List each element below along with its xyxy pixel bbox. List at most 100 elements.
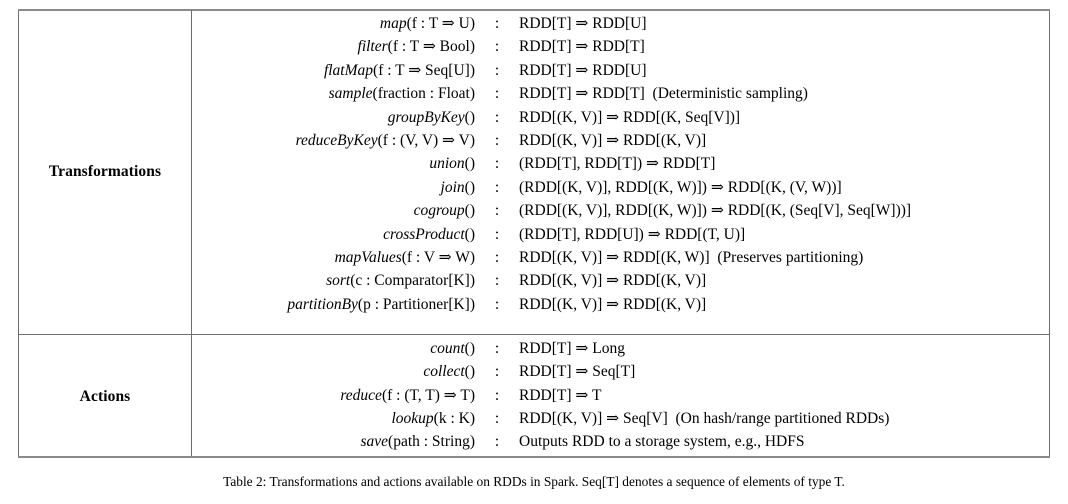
api-method-args: (f : T ⇒ Bool): [387, 38, 475, 56]
api-method-name: mapValues: [334, 248, 402, 266]
api-method-name: reduce: [340, 386, 382, 404]
api-return-type: (RDD[(K, V)], RDD[(K, W)]) ⇒ RDD[(K, (V,…: [519, 178, 842, 196]
table-row: save(path : String): Outputs RDD to a sto…: [191, 433, 1049, 456]
api-method-name: crossProduct: [383, 225, 465, 243]
api-method-args: (): [464, 225, 475, 243]
api-method-name: join: [440, 178, 465, 196]
api-return-type: RDD[(K, V)] ⇒ RDD[(K, Seq[V])]: [519, 108, 741, 126]
api-return-type: (RDD[T], RDD[T]) ⇒ RDD[T]: [519, 155, 716, 173]
table-row: join(): (RDD[(K, V)], RDD[(K, W)]) ⇒ RDD[…: [191, 178, 1049, 201]
api-method-name: filter: [357, 38, 388, 56]
api-return-type: Outputs RDD to a storage system, e.g., H…: [519, 432, 805, 450]
api-method-args: (path : String): [388, 432, 475, 450]
api-signature: lookup(k : K): [191, 410, 475, 428]
signature-colon: :: [494, 248, 500, 266]
api-method-name: reduceByKey: [295, 131, 378, 149]
api-method-args: (): [464, 202, 475, 220]
signature-colon: :: [494, 386, 500, 404]
signature-colon: :: [494, 225, 500, 243]
signature-colon: :: [494, 131, 500, 149]
api-method-name: union: [429, 155, 465, 173]
api-method-name: collect: [423, 363, 465, 381]
table-row: collect(): RDD[T] ⇒ Seq[T]: [191, 362, 1049, 385]
api-method-name: count: [430, 340, 465, 357]
api-method-name: groupByKey: [387, 108, 465, 126]
api-return-type: (RDD[T], RDD[U]) ⇒ RDD[(T, U)]: [519, 225, 746, 243]
api-method-name: flatMap: [323, 61, 374, 79]
table-row: sort(c : Comparator[K]):RDD[(K, V)] ⇒ RD…: [191, 271, 1049, 294]
api-return-type: (RDD[(K, V)], RDD[(K, W)]) ⇒ RDD[(K, (Se…: [519, 202, 912, 220]
api-method-name: sort: [326, 272, 351, 290]
signature-colon: :: [494, 61, 500, 79]
signature-colon: :: [494, 155, 500, 173]
table-row: reduce(f : (T, T) ⇒ T): RDD[T] ⇒ T: [191, 386, 1049, 409]
api-return-type: RDD[T] ⇒ Seq[T]: [519, 363, 636, 381]
api-method-args: (f : V ⇒ W): [401, 248, 475, 266]
api-signature: join(): [191, 179, 475, 197]
signature-colon: :: [494, 363, 500, 381]
table-row: flatMap(f : T ⇒ Seq[U]): RDD[T] ⇒ RDD[U]: [191, 61, 1049, 84]
api-signature: reduce(f : (T, T) ⇒ T): [191, 386, 475, 405]
api-return-type: RDD[T] ⇒ T: [519, 386, 602, 404]
api-return-type: RDD[T] ⇒ RDD[U]: [519, 61, 647, 79]
category-label-transformations: Transformations: [48, 163, 162, 180]
api-return-type: RDD[(K, V)] ⇒ RDD[(K, V)]: [519, 131, 707, 149]
api-method-name: lookup: [391, 410, 434, 428]
signature-colon: :: [494, 410, 500, 428]
table-row: crossProduct(): (RDD[T], RDD[U]) ⇒ RDD[(T…: [191, 225, 1049, 248]
api-method-name: sample: [328, 85, 373, 103]
api-return-type: RDD[T] ⇒ RDD[T](Deterministic sampling): [519, 85, 808, 103]
api-note: (On hash/range partitioned RDDs): [675, 410, 890, 428]
api-signature: filter(f : T ⇒ Bool): [191, 37, 475, 56]
table-row: union(): (RDD[T], RDD[T]) ⇒ RDD[T]: [191, 154, 1049, 177]
api-method-args: (k : K): [433, 410, 475, 428]
api-method-args: (f : (T, T) ⇒ T): [381, 386, 475, 404]
table-row: count():RDD[T] ⇒ Long: [191, 339, 1049, 362]
api-signature: collect(): [191, 363, 475, 381]
api-signature: partitionBy(p : Partitioner[K]): [191, 296, 475, 314]
signature-colon: :: [494, 202, 500, 220]
api-method-name: save: [360, 432, 389, 450]
table-row: groupByKey(): RDD[(K, V)] ⇒ RDD[(K, Seq[V…: [191, 108, 1049, 131]
api-signature: map(f : T ⇒ U): [191, 14, 475, 33]
api-return-type: RDD[T] ⇒ RDD[U]: [519, 15, 647, 32]
api-return-type: RDD[(K, V)] ⇒ RDD[(K, V)]: [519, 272, 707, 290]
api-return-type: RDD[(K, V)] ⇒ Seq[V](On hash/range parti…: [519, 410, 890, 428]
api-method-args: (f : (V, V) ⇒ V): [377, 131, 475, 149]
api-method-args: (): [464, 108, 475, 126]
table-2: Transformations map(f : T ⇒ U): RDD[T] ⇒ …: [18, 9, 1050, 458]
api-method-args: (): [464, 363, 475, 381]
api-note: (Deterministic sampling): [652, 85, 808, 103]
api-method-args: (): [464, 155, 475, 173]
api-method-args: (f : T ⇒ Seq[U]): [373, 61, 475, 79]
table-section-transformations: Transformations map(f : T ⇒ U): RDD[T] ⇒ …: [19, 10, 1049, 334]
figure-caption: Table 2: Transformations and actions ava…: [223, 474, 845, 489]
api-method-args: (): [464, 340, 475, 357]
signature-colon: :: [494, 295, 500, 313]
api-method-args: (c : Comparator[K]): [350, 272, 475, 290]
api-method-name: partitionBy: [287, 295, 358, 313]
table-row: filter(f : T ⇒ Bool): RDD[T] ⇒ RDD[T]: [191, 37, 1049, 60]
api-method-args: (p : Partitioner[K]): [357, 295, 475, 313]
api-return-type: RDD[(K, V)] ⇒ RDD[(K, W)](Preserves part…: [519, 248, 864, 266]
signature-colon: :: [494, 108, 500, 126]
signature-colon: :: [494, 15, 500, 32]
table-row: sample(fraction : Float): RDD[T] ⇒ RDD[T]…: [191, 84, 1049, 107]
signature-colon: :: [494, 85, 500, 103]
signature-colon: :: [494, 432, 500, 450]
api-signature: sample(fraction : Float): [191, 85, 475, 103]
category-column-divider: [191, 10, 192, 457]
category-label-actions: Actions: [79, 387, 131, 405]
transformations-rows: map(f : T ⇒ U):RDD[T] ⇒ RDD[U]filter(f :…: [191, 10, 1049, 334]
api-note: (Preserves partitioning): [717, 248, 864, 266]
signature-colon: :: [494, 178, 500, 196]
api-return-type: RDD[T] ⇒ RDD[T]: [519, 38, 645, 56]
table-row: reduceByKey(f : (V, V) ⇒ V): RDD[(K, V)] …: [191, 131, 1049, 154]
signature-colon: :: [494, 38, 500, 56]
api-signature: flatMap(f : T ⇒ Seq[U]): [191, 61, 475, 80]
api-signature: mapValues(f : V ⇒ W): [191, 248, 475, 267]
api-signature: reduceByKey(f : (V, V) ⇒ V): [191, 131, 475, 150]
api-signature: save(path : String): [191, 433, 475, 451]
